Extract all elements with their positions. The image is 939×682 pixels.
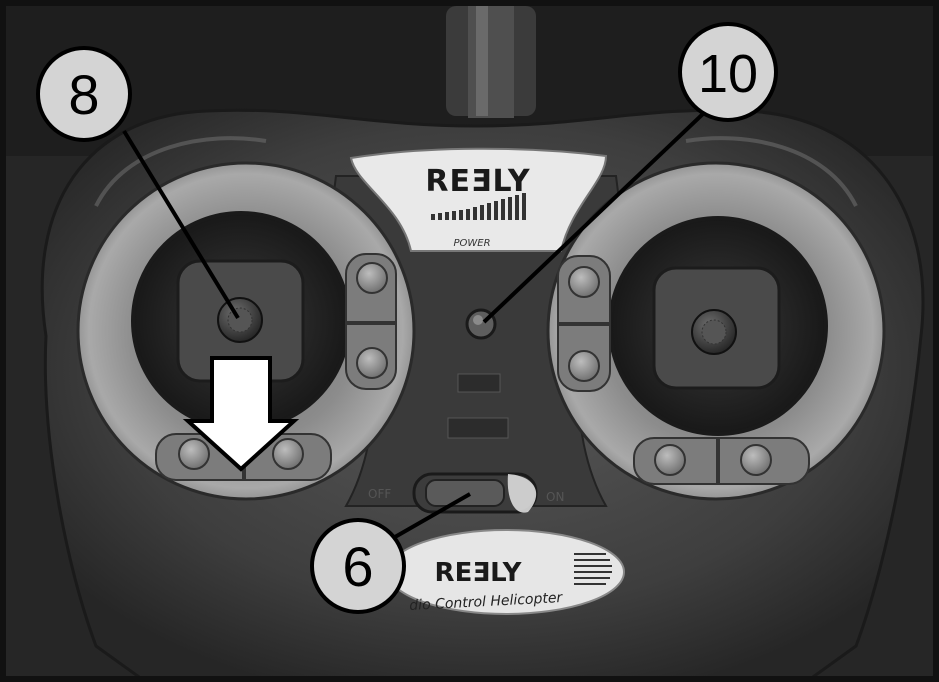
right-stick-knob-cap bbox=[701, 319, 727, 345]
indicator-slot-upper bbox=[457, 373, 501, 393]
left-trim-button-left[interactable] bbox=[178, 438, 210, 470]
callout-6: 6 bbox=[310, 518, 406, 614]
left-stick-knob-cap bbox=[227, 307, 253, 333]
switch-off-label: OFF bbox=[368, 487, 391, 501]
center-button-highlight bbox=[473, 315, 483, 325]
top-badge-power-label: POWER bbox=[453, 238, 490, 249]
power-switch[interactable]: OFF ON bbox=[368, 472, 564, 514]
switch-slider[interactable] bbox=[425, 479, 505, 507]
down-arrow-icon bbox=[182, 356, 300, 472]
signal-bars-icon bbox=[431, 193, 526, 220]
right-stick-assembly bbox=[546, 161, 886, 501]
callout-10: 10 bbox=[678, 22, 778, 122]
switch-on-label: ON bbox=[546, 490, 564, 504]
left-vertical-trim-up-button[interactable] bbox=[356, 262, 388, 294]
controller-illustration: OFF ON REƎLY POWER REƎLY bbox=[6, 6, 933, 676]
callout-8: 8 bbox=[36, 46, 132, 142]
top-badge-plate bbox=[349, 147, 608, 252]
left-vertical-trim-down-button[interactable] bbox=[356, 347, 388, 379]
callout-8-leader bbox=[122, 129, 240, 320]
left-stick-assembly bbox=[76, 161, 416, 501]
bottom-badge-brand: REƎLY bbox=[435, 558, 523, 588]
callout-10-leader bbox=[482, 109, 708, 324]
switch-glare bbox=[507, 474, 537, 513]
antenna bbox=[446, 6, 536, 118]
body-highlight-left bbox=[94, 136, 267, 207]
bottom-brand-badge: REƎLY dio Control Helicopter bbox=[387, 529, 625, 615]
callout-10-number: 10 bbox=[698, 44, 758, 104]
body-highlight-right bbox=[685, 136, 858, 207]
right-vertical-trim-down-button[interactable] bbox=[568, 350, 600, 382]
top-badge-brand: REƎLY bbox=[425, 164, 531, 199]
callout-8-number: 8 bbox=[68, 63, 99, 126]
callout-6-number: 6 bbox=[342, 535, 373, 598]
right-trim-button-left[interactable] bbox=[654, 444, 686, 476]
indicator-slot-lower bbox=[447, 417, 509, 439]
right-trim-button-right[interactable] bbox=[740, 444, 772, 476]
callout-6-leader bbox=[387, 492, 471, 543]
right-vertical-trim-up-button[interactable] bbox=[568, 266, 600, 298]
stripes-icon bbox=[574, 553, 612, 585]
top-brand-badge: REƎLY POWER bbox=[349, 147, 608, 252]
left-trim-button-right[interactable] bbox=[272, 438, 304, 470]
